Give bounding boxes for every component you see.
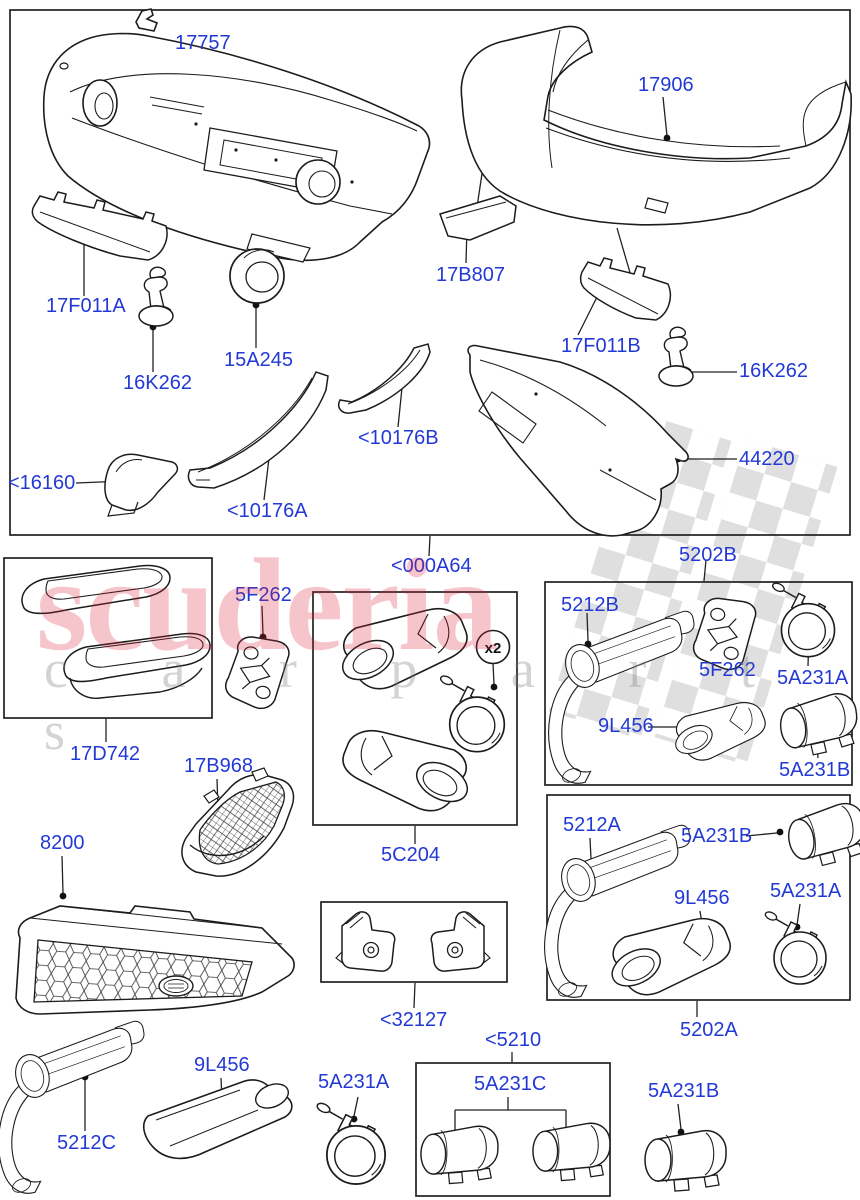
- part-label-5C204[interactable]: 5C204: [381, 844, 440, 866]
- part-label-17F011A[interactable]: 17F011A: [46, 295, 126, 317]
- part-label-17906[interactable]: 17906: [638, 74, 694, 96]
- part-label-5A231B-3[interactable]: 5A231B: [648, 1080, 720, 1102]
- fog-lamp-bezel-15A245: [229, 248, 285, 304]
- part-label-5A231A-3[interactable]: 5A231A: [318, 1071, 390, 1093]
- part-label-16160[interactable]: <16160: [8, 472, 76, 494]
- part-label-5A231B-2[interactable]: 5A231B: [681, 825, 753, 847]
- front-lower-trim-17F011A: [31, 191, 168, 261]
- tailpipe-kit-5C204: x2: [335, 607, 511, 812]
- part-label-5202A[interactable]: 5202A: [680, 1019, 738, 1041]
- part-label-17B807[interactable]: 17B807: [436, 264, 505, 286]
- resonator-pair-5210: [420, 1122, 611, 1185]
- part-label-5A231B-1[interactable]: 5A231B: [779, 759, 851, 781]
- part-label-9L456-3[interactable]: 9L456: [194, 1054, 250, 1076]
- part-label-16K262-right[interactable]: 16K262: [739, 360, 808, 382]
- silencer-5A231B-3: [644, 1129, 727, 1192]
- part-label-10176B[interactable]: <10176B: [358, 427, 439, 449]
- lower-panel-44220: [467, 344, 689, 537]
- clamp-5A231A-3: [314, 1100, 387, 1185]
- grille-8200: [15, 905, 295, 1015]
- part-label-10176A[interactable]: <10176A: [227, 500, 308, 522]
- hanger-bracket-5F262-a: [221, 631, 292, 713]
- silencer-5A231B-1: [776, 690, 860, 760]
- part-label-5212B[interactable]: 5212B: [561, 594, 619, 616]
- part-label-17757[interactable]: 17757: [175, 32, 231, 54]
- part-label-17F011B[interactable]: 17F011B: [561, 335, 641, 357]
- tailpipe-9L456-3: [142, 1079, 293, 1160]
- part-label-15A245[interactable]: 15A245: [224, 349, 293, 371]
- clamp-5A231A-2: [763, 909, 827, 985]
- quantity-badge-text: x2: [485, 640, 502, 657]
- clip-16K262-right: [658, 326, 694, 387]
- group-box-5C204: [312, 591, 518, 826]
- part-label-8200[interactable]: 8200: [40, 832, 85, 854]
- end-cap-16160: [104, 453, 179, 517]
- part-label-17D742[interactable]: 17D742: [70, 743, 141, 765]
- side-moulding-10176A: [187, 371, 329, 489]
- clamp-5A231A-1: [770, 580, 836, 658]
- part-label-9L456-1[interactable]: 9L456: [598, 715, 654, 737]
- group-box-5210: [415, 1062, 611, 1197]
- clip-16K262-left: [138, 266, 174, 327]
- mirror-covers-17D742: [21, 564, 211, 699]
- side-vent-17B968: [181, 767, 295, 877]
- group-box-17D742: [3, 557, 213, 719]
- part-label-5A231A-1[interactable]: 5A231A: [777, 667, 849, 689]
- part-label-5210[interactable]: <5210: [485, 1029, 542, 1051]
- part-label-9L456-2[interactable]: 9L456: [674, 887, 730, 909]
- silencer-5A231B-2: [783, 799, 860, 872]
- part-label-5F262-a[interactable]: 5F262: [235, 584, 292, 606]
- group-box-32127: [320, 901, 508, 983]
- part-label-44220[interactable]: 44220: [739, 448, 795, 470]
- bracket-pair-32127: [335, 911, 491, 972]
- tailpipe-9L456-1: [670, 701, 766, 761]
- quantity-badge: [475, 629, 511, 665]
- side-moulding-10176B: [338, 343, 431, 414]
- muffler-5212B: [548, 610, 695, 786]
- rear-bumper-drawing: [460, 25, 852, 226]
- part-label-32127[interactable]: <32127: [380, 1009, 448, 1031]
- part-label-5A231C[interactable]: 5A231C: [474, 1073, 547, 1095]
- part-label-5212A[interactable]: 5212A: [563, 814, 621, 836]
- part-label-5A231A-2[interactable]: 5A231A: [770, 880, 842, 902]
- group-box-bumpers: [9, 9, 851, 536]
- part-label-5F262-b[interactable]: 5F262: [699, 659, 756, 681]
- front-bumper-drawing: [42, 8, 431, 263]
- rear-lower-trim-17F011B: [579, 257, 672, 321]
- tailpipe-9L456-2: [605, 917, 732, 996]
- group-box-5202A: [546, 794, 851, 1001]
- muffler-5212C: [0, 1020, 145, 1196]
- rear-trim-17B807: [439, 195, 517, 241]
- part-label-16K262-left[interactable]: 16K262: [123, 372, 192, 394]
- part-label-000A64[interactable]: <000A64: [391, 555, 472, 577]
- part-label-5202B[interactable]: 5202B: [679, 544, 737, 566]
- part-label-5212C[interactable]: 5212C: [57, 1132, 116, 1154]
- part-label-17B968[interactable]: 17B968: [184, 755, 253, 777]
